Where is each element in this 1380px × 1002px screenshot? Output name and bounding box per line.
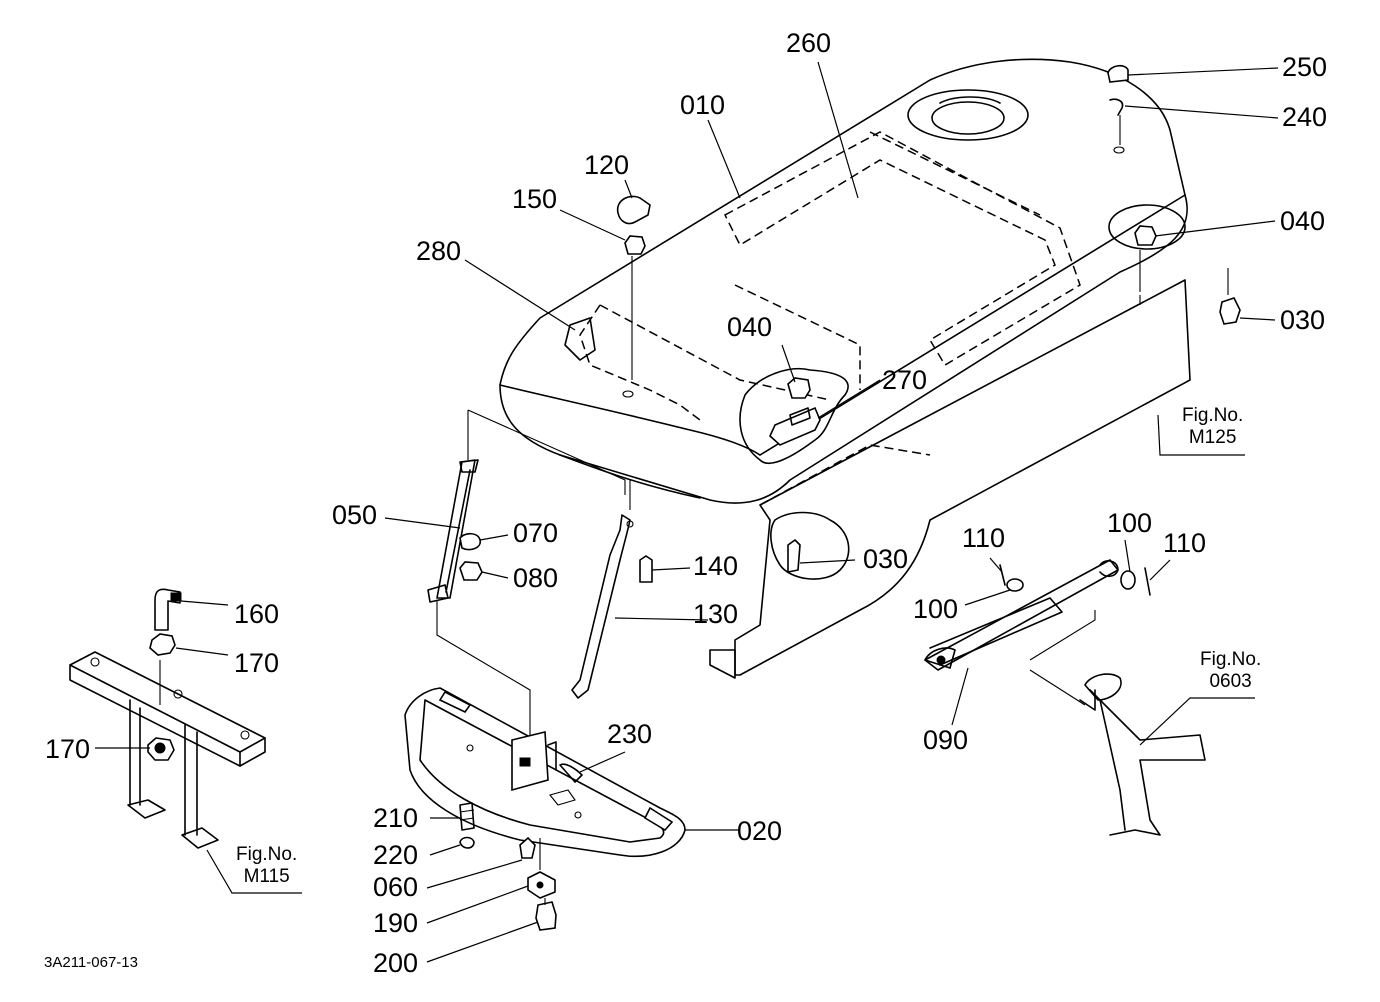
- fig-ref-m125-caption: Fig.No.: [1182, 405, 1244, 426]
- part-label-100-left: 100: [913, 594, 959, 624]
- part-label-280: 280: [416, 236, 462, 266]
- part-label-200: 200: [373, 948, 419, 978]
- lower-frame: [1079, 673, 1206, 836]
- drawing-code: 3A211-067-13: [44, 954, 138, 971]
- support-rod: [571, 480, 653, 699]
- fig-ref-m125-number: M125: [1188, 426, 1237, 448]
- part-label-020: 020: [737, 816, 783, 846]
- part-label-260: 260: [786, 28, 832, 58]
- fig-ref-0603-caption: Fig.No.: [1200, 649, 1262, 670]
- fig-ref-m115-number: M115: [243, 865, 290, 887]
- part-label-190: 190: [373, 908, 419, 938]
- fig-ref-m125: Fig.No. M125: [1182, 405, 1243, 449]
- part-label-110-right: 110: [1163, 528, 1207, 558]
- part-label-220: 220: [373, 840, 419, 870]
- part-label-110-left: 110: [962, 523, 1006, 553]
- part-label-040-mid: 040: [727, 312, 773, 342]
- part-label-050: 050: [332, 500, 378, 530]
- latch-bar: [924, 559, 1151, 706]
- part-label-170-left: 170: [45, 734, 91, 764]
- front-bumper: [404, 687, 686, 858]
- fig-ref-m115-caption: Fig.No.: [236, 844, 298, 865]
- part-label-270: 270: [882, 365, 928, 395]
- part-label-060: 060: [373, 872, 419, 902]
- fig-ref-m115: Fig.No. M115: [236, 844, 297, 888]
- part-label-090: 090: [923, 725, 969, 755]
- part-label-160: 160: [234, 599, 280, 629]
- part-label-070: 070: [513, 518, 559, 548]
- bottom-fasteners: [459, 802, 557, 931]
- part-label-040-top: 040: [1280, 206, 1326, 236]
- side-cover: [709, 279, 1191, 679]
- part-label-250: 250: [1282, 52, 1328, 82]
- part-label-210: 210: [373, 803, 419, 833]
- fig-ref-0603-number: 0603: [1209, 670, 1252, 692]
- part-label-030-mid: 030: [863, 544, 909, 574]
- bonnet-hood: [499, 58, 1188, 504]
- part-label-010: 010: [680, 90, 726, 120]
- part-label-100-right: 100: [1107, 508, 1153, 538]
- part-label-030-right: 030: [1280, 305, 1326, 335]
- part-label-130: 130: [693, 599, 739, 629]
- part-label-140: 140: [693, 551, 739, 581]
- small-parts: [616, 64, 1241, 573]
- part-label-150: 150: [512, 184, 558, 214]
- part-label-080: 080: [513, 563, 559, 593]
- leader-lines: [95, 61, 1279, 963]
- part-label-120: 120: [584, 150, 630, 180]
- fig-ref-0603: Fig.No. 0603: [1200, 649, 1261, 693]
- part-label-230: 230: [607, 719, 653, 749]
- frame-bracket: [69, 588, 266, 849]
- part-label-240: 240: [1282, 102, 1328, 132]
- part-label-170-top: 170: [234, 648, 280, 678]
